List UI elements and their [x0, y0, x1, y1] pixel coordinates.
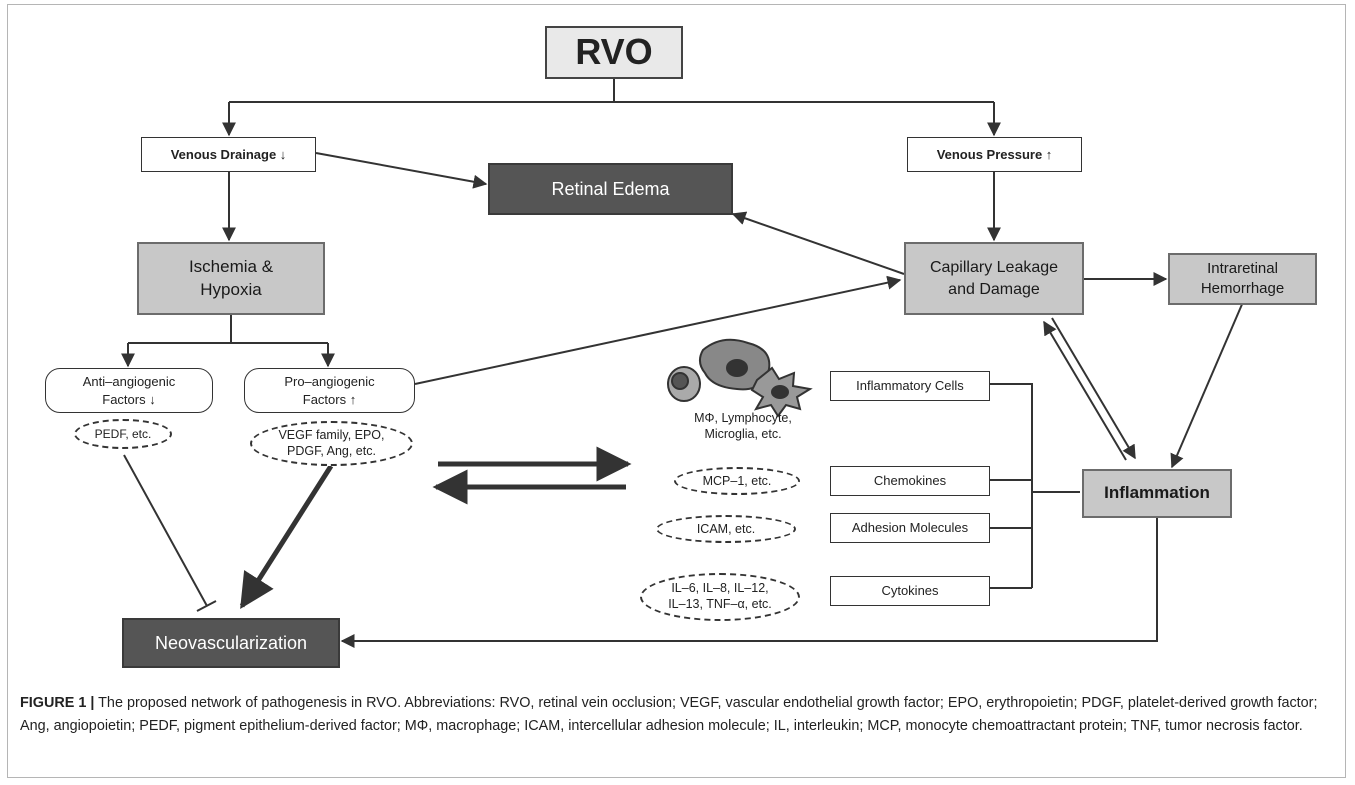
icam-label: ICAM, etc.: [696, 521, 756, 536]
edge-drainage-edema: [315, 152, 488, 189]
adhesion-molecules-label: Adhesion Molecules: [851, 520, 969, 536]
intraretinal-hemorrhage-label: Intraretinal Hemorrhage: [1200, 259, 1285, 297]
pedf-oval: PEDF, etc.: [74, 419, 172, 449]
rvo-node: RVO: [545, 26, 683, 79]
inflammatory-cells-node: Inflammatory Cells: [830, 371, 990, 401]
capillary-leakage-node: Capillary Leakage and Damage: [904, 242, 1084, 315]
chemokines-node: Chemokines: [830, 466, 990, 496]
cytokines-label: Cytokines: [881, 583, 939, 599]
rvo-trunk: [229, 78, 994, 103]
retinal-edema-node: Retinal Edema: [488, 163, 733, 215]
ischemia-trunk: [128, 314, 328, 344]
pro-angiogenic-node: Pro–angiogenic Factors ↑: [244, 368, 415, 413]
caption-text: The proposed network of pathogenesis in …: [20, 695, 1318, 734]
adhesion-molecules-node: Adhesion Molecules: [830, 513, 990, 543]
edge-vegf-neovascularization: [239, 464, 334, 609]
cell-types-label: MΦ, Lymphocyte, Microglia, etc.: [694, 410, 792, 441]
retinal-edema-label: Retinal Edema: [551, 178, 670, 199]
cytokines-node: Cytokines: [830, 576, 990, 606]
cell-types-caption: MΦ, Lymphocyte, Microglia, etc.: [668, 406, 818, 446]
pedf-label: PEDF, etc.: [94, 426, 152, 441]
neovascularization-label: Neovascularization: [154, 632, 308, 653]
mediator-bus: [990, 383, 1080, 589]
figure-caption: FIGURE 1 | The proposed network of patho…: [20, 692, 1330, 738]
pro-angiogenic-label: Pro–angiogenic Factors ↑: [284, 373, 375, 407]
venous-drainage-label: Venous Drainage ↓: [170, 146, 287, 162]
inflammatory-cells-label: Inflammatory Cells: [856, 378, 964, 394]
caption-label: FIGURE 1 |: [20, 695, 95, 711]
edge-capillary-edema: [731, 211, 905, 275]
venous-drainage-node: Venous Drainage ↓: [141, 137, 316, 172]
inflammation-node: Inflammation: [1082, 469, 1232, 518]
ischemia-hypoxia-node: Ischemia & Hypoxia: [137, 242, 325, 315]
cell-illustration: [667, 338, 813, 418]
interleukins-oval: IL–6, IL–8, IL–12, IL–13, TNF–α, etc.: [640, 573, 800, 621]
venous-pressure-node: Venous Pressure ↑: [907, 137, 1082, 172]
vegf-family-label: VEGF family, EPO, PDGF, Ang, etc.: [278, 427, 385, 458]
chemokines-label: Chemokines: [873, 473, 947, 489]
intraretinal-hemorrhage-node: Intraretinal Hemorrhage: [1168, 253, 1317, 305]
anti-angiogenic-label: Anti–angiogenic Factors ↓: [82, 373, 176, 407]
edge-pedf-inhibit: [123, 454, 217, 612]
vegf-family-oval: VEGF family, EPO, PDGF, Ang, etc.: [250, 421, 413, 466]
edge-inflammation-neovascularization: [340, 518, 1158, 648]
edge-hemorrhage-inflammation: [1170, 301, 1244, 469]
icam-oval: ICAM, etc.: [656, 515, 796, 543]
figure-frame: [7, 4, 1346, 778]
mcp1-oval: MCP–1, etc.: [674, 467, 800, 495]
edge-inflammation-capillary: [1043, 320, 1127, 461]
ischemia-hypoxia-label: Ischemia & Hypoxia: [188, 256, 274, 299]
rvo-label: RVO: [575, 31, 653, 73]
venous-pressure-label: Venous Pressure ↑: [936, 146, 1053, 162]
mcp1-label: MCP–1, etc.: [702, 473, 772, 488]
connector-layer: [121, 78, 1244, 648]
capillary-leakage-label: Capillary Leakage and Damage: [929, 258, 1059, 298]
interleukins-label: IL–6, IL–8, IL–12, IL–13, TNF–α, etc.: [668, 581, 772, 611]
edge-pro-capillary: [414, 275, 902, 385]
anti-angiogenic-node: Anti–angiogenic Factors ↓: [45, 368, 213, 413]
edge-capillary-inflammation: [1051, 317, 1136, 460]
neovascularization-node: Neovascularization: [122, 618, 340, 668]
inflammation-label: Inflammation: [1104, 483, 1210, 503]
